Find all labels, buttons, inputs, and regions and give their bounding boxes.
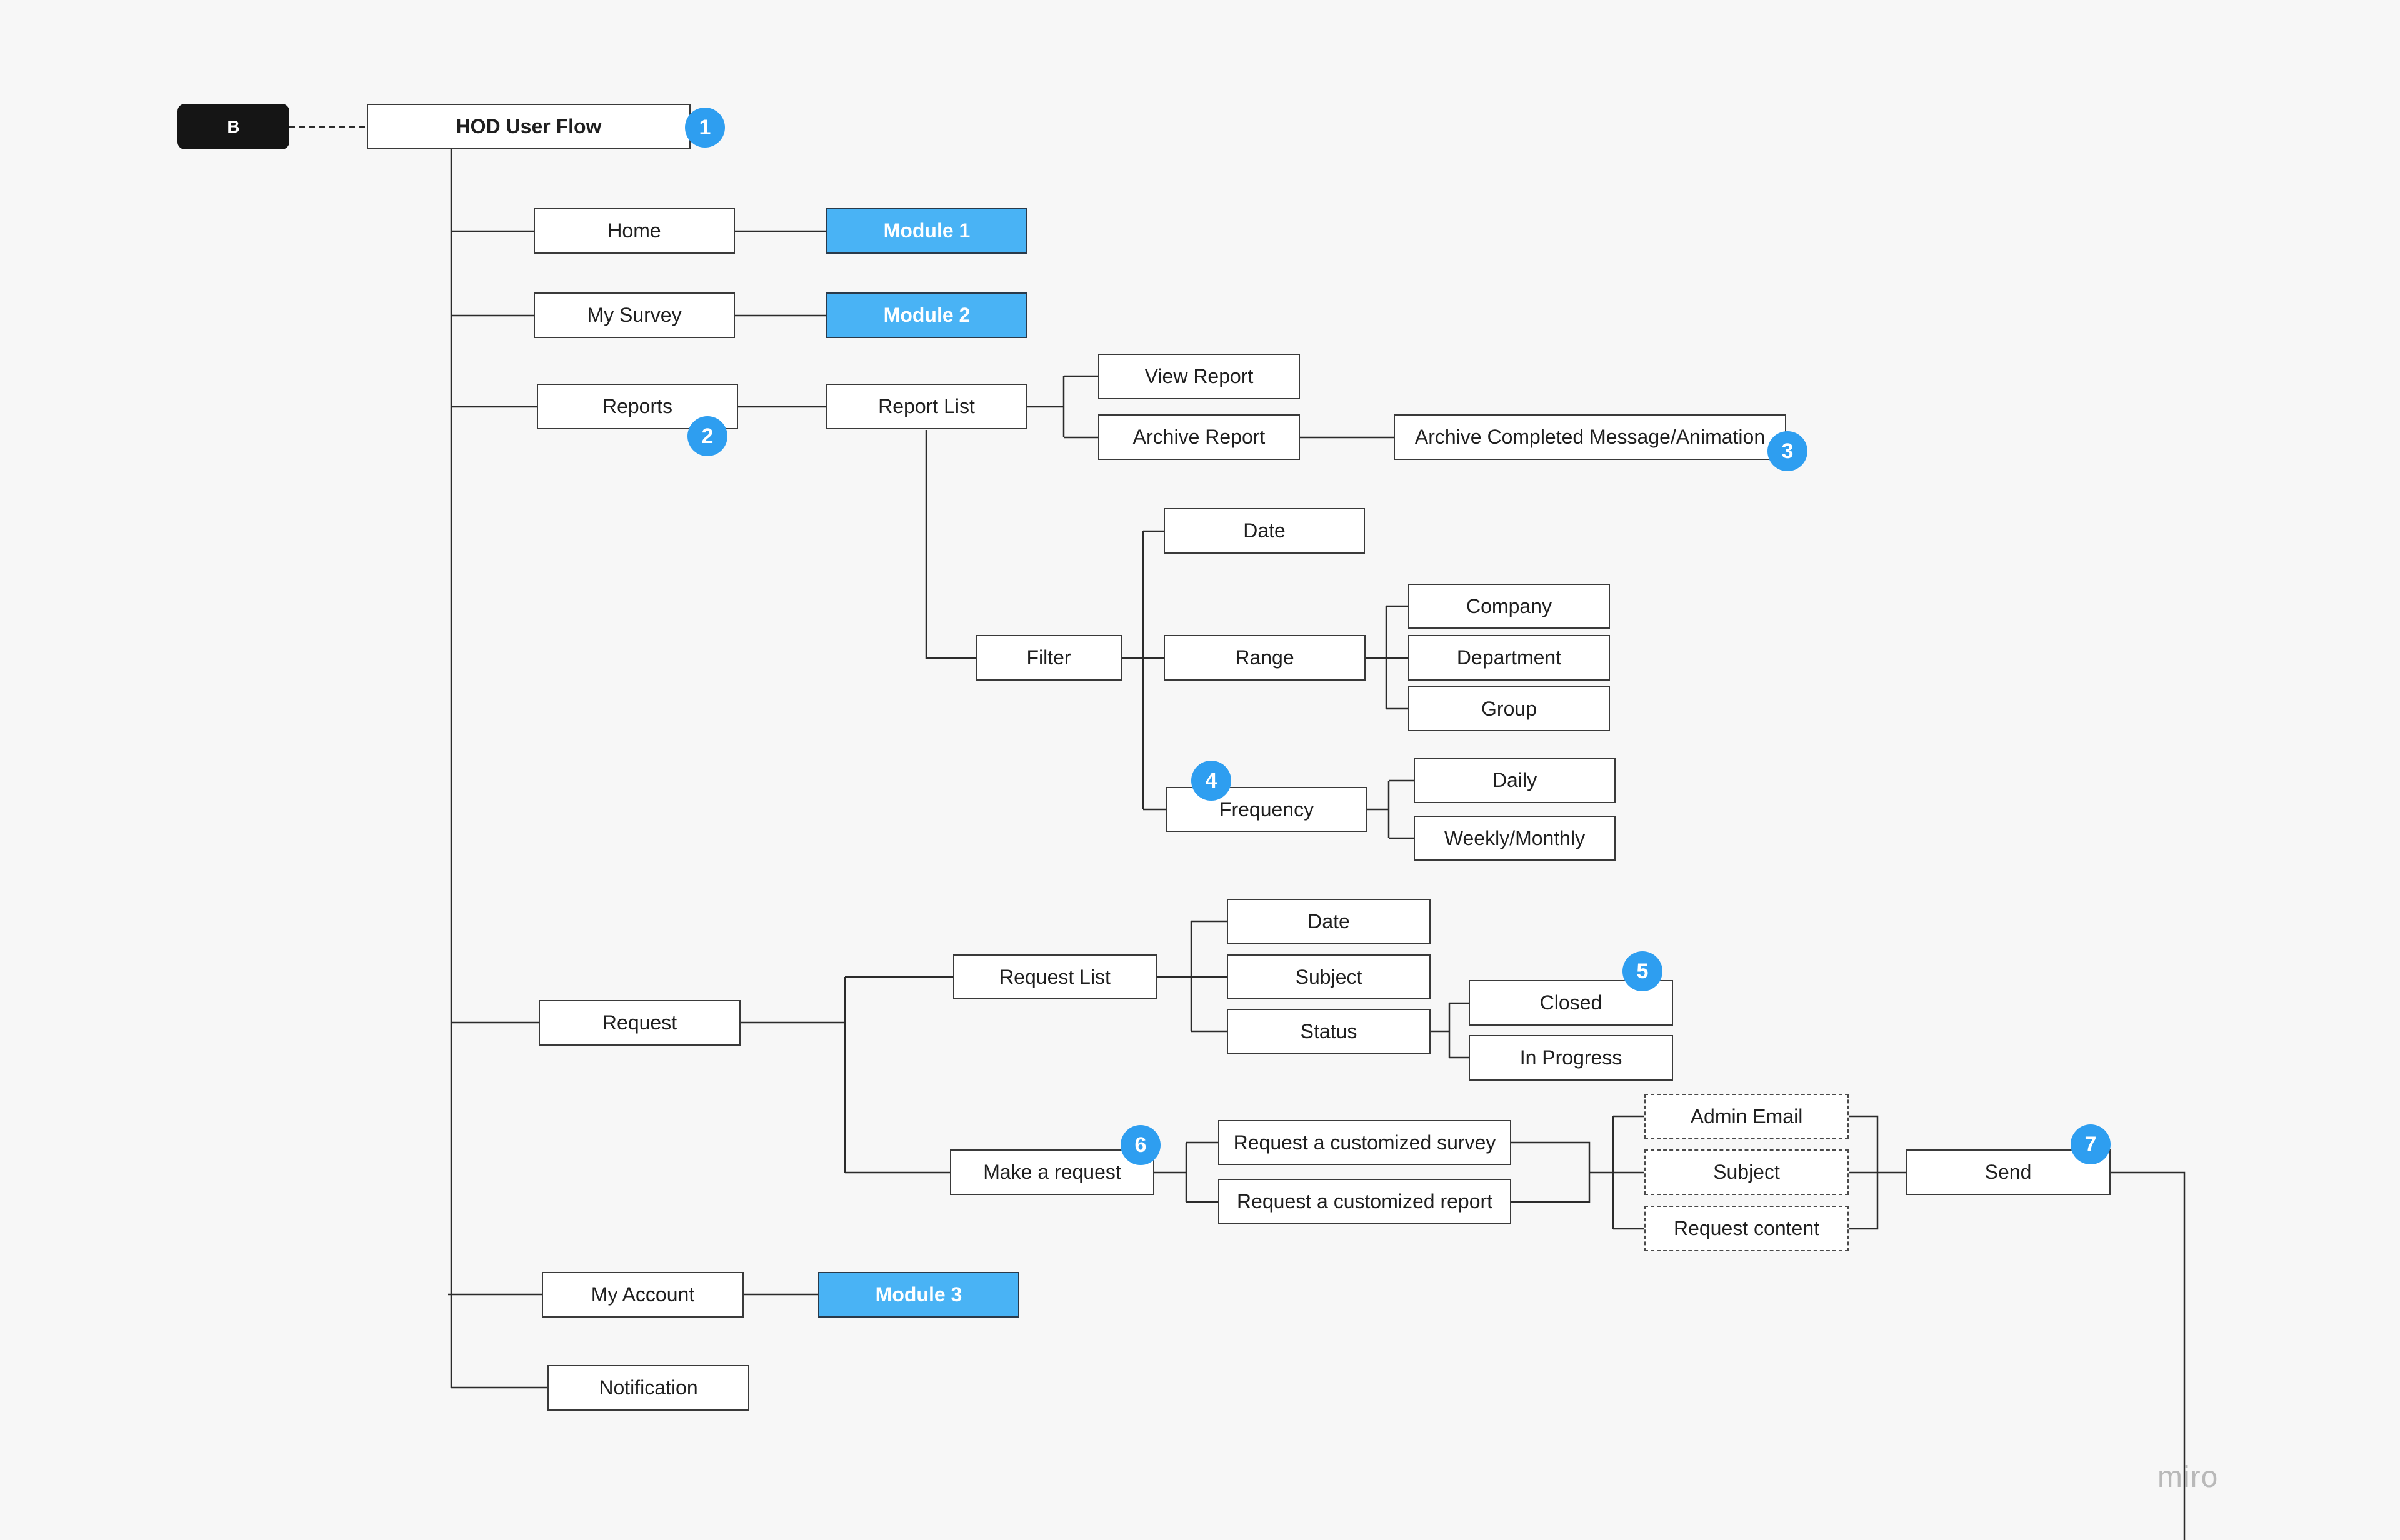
step-badge-1: 1	[685, 108, 725, 148]
node-request-list-status[interactable]: Status	[1227, 1009, 1431, 1054]
node-frequency-weekly-monthly[interactable]: Weekly/Monthly	[1414, 816, 1616, 861]
miro-watermark: miro	[2158, 1461, 2219, 1494]
root-node-title[interactable]: HOD User Flow	[367, 104, 691, 149]
start-node[interactable]: B	[178, 104, 289, 149]
node-notification[interactable]: Notification	[548, 1365, 749, 1411]
node-report-list[interactable]: Report List	[826, 384, 1027, 429]
node-home[interactable]: Home	[534, 208, 735, 254]
node-filter-frequency[interactable]: Frequency	[1166, 787, 1368, 832]
step-badge-3: 3	[1768, 431, 1808, 471]
field-admin-email[interactable]: Admin Email	[1644, 1094, 1849, 1139]
module-2-button[interactable]: Module 2	[826, 292, 1028, 338]
module-3-button[interactable]: Module 3	[818, 1272, 1019, 1318]
module-1-button[interactable]: Module 1	[826, 208, 1028, 254]
node-archive-completed[interactable]: Archive Completed Message/Animation	[1394, 414, 1786, 460]
step-badge-7: 7	[2071, 1124, 2111, 1164]
node-my-survey[interactable]: My Survey	[534, 292, 735, 338]
step-badge-2: 2	[688, 416, 728, 456]
field-request-content[interactable]: Request content	[1644, 1206, 1849, 1251]
field-subject[interactable]: Subject	[1644, 1149, 1849, 1195]
node-filter-range[interactable]: Range	[1164, 635, 1366, 681]
node-range-department[interactable]: Department	[1408, 635, 1610, 681]
node-status-in-progress[interactable]: In Progress	[1469, 1035, 1673, 1081]
node-make-a-request[interactable]: Make a request	[950, 1149, 1154, 1195]
node-view-report[interactable]: View Report	[1098, 354, 1300, 399]
step-badge-6: 6	[1121, 1125, 1161, 1165]
node-filter-date[interactable]: Date	[1164, 508, 1365, 554]
node-customized-report[interactable]: Request a customized report	[1218, 1179, 1511, 1224]
node-request-list-date[interactable]: Date	[1227, 899, 1431, 944]
node-my-account[interactable]: My Account	[542, 1272, 744, 1318]
node-frequency-daily[interactable]: Daily	[1414, 758, 1616, 803]
node-request-list-subject[interactable]: Subject	[1227, 954, 1431, 999]
step-badge-5: 5	[1622, 951, 1662, 991]
node-request-list[interactable]: Request List	[953, 954, 1157, 999]
node-archive-report[interactable]: Archive Report	[1098, 414, 1300, 460]
node-range-company[interactable]: Company	[1408, 584, 1610, 629]
node-request[interactable]: Request	[539, 1000, 741, 1046]
node-filter[interactable]: Filter	[976, 635, 1122, 681]
step-badge-4: 4	[1191, 761, 1231, 801]
node-range-group[interactable]: Group	[1408, 686, 1610, 731]
node-customized-survey[interactable]: Request a customized survey	[1218, 1120, 1511, 1165]
